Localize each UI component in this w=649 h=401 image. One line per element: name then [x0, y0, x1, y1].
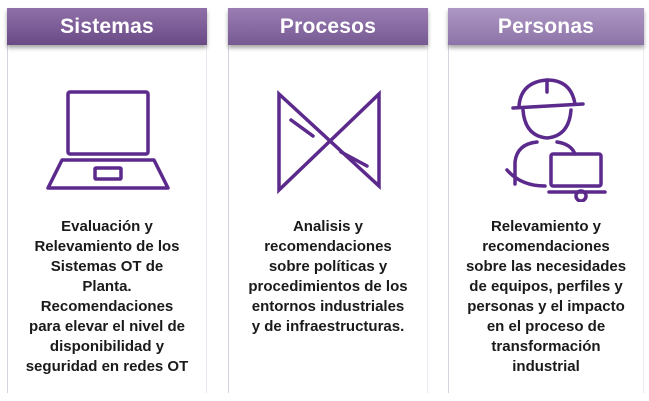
card-description: Relevamiento y recomendaciones sobre las… — [465, 218, 627, 375]
card-title: Personas — [448, 8, 644, 45]
card-procesos: Procesos Analisis y recomendaciones sobr… — [228, 8, 428, 393]
card-title: Sistemas — [7, 8, 207, 45]
card-description: Analisis y recomendaciones sobre polític… — [248, 218, 408, 335]
worker-at-computer-icon — [505, 78, 607, 202]
card-title: Procesos — [228, 8, 428, 45]
card-personas: Personas Relevamiento y — [448, 8, 644, 393]
laptop-icon — [46, 90, 170, 190]
card-sistemas: Sistemas Evaluación y Relevamiento de lo… — [7, 8, 207, 393]
card-description: Evaluación y Relevamiento de los Sistema… — [25, 218, 189, 375]
process-flow-icon — [277, 90, 381, 195]
